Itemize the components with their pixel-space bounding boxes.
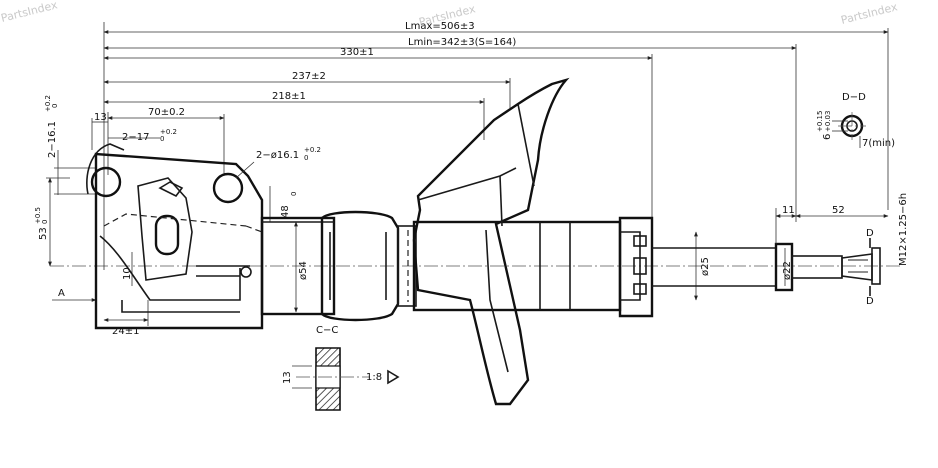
dim-13: 13 <box>94 112 107 123</box>
dim-dd-7: 7(min) <box>862 138 895 149</box>
dim-lmin: Lmin=342±3(S=164) <box>408 37 516 48</box>
cut-d-top: D <box>866 228 874 239</box>
dim-phi16-1-tol-low: 0 <box>304 154 308 162</box>
dim-2-17: 2−17 <box>122 132 149 143</box>
dim-lmax: Lmax=506±3 <box>405 21 475 32</box>
dim-218: 218±1 <box>272 91 306 102</box>
section-dd-title: D−D <box>842 92 866 103</box>
dim-phi25: ø25 <box>700 257 711 276</box>
dim-cc-13: 13 <box>282 371 293 384</box>
dim-11: 11 <box>782 205 795 216</box>
dim-48-tol: 0 <box>290 192 298 196</box>
spring-seat <box>412 77 570 406</box>
dim-330: 330±1 <box>340 47 374 58</box>
dim-thread: M12×1.25−6h <box>898 193 909 266</box>
watermark-left: PartsIndex <box>0 0 59 25</box>
section-cc: C−C 13 1:8 <box>282 325 400 411</box>
dim-53-tol: +0.5 <box>34 207 42 224</box>
dim-70: 70±0.2 <box>148 107 185 118</box>
dim-48: 48 <box>280 205 291 218</box>
dim-2-16-1-tol-low: 0 <box>51 104 59 108</box>
left-dimensions: 2−16.1 +0.2 0 53 +0.5 0 A 24±1 10 <box>34 95 149 337</box>
dim-taper: 1:8 <box>366 372 382 383</box>
dim-phi22: ø22 <box>782 261 793 280</box>
dim-2-17-tol-low: 0 <box>160 135 164 143</box>
dim-53-tol-low: 0 <box>41 220 49 224</box>
knuckle-bracket: 2−ø16.1 +0.2 0 48 0 <box>86 143 321 330</box>
dim-phi16-1-tol: +0.2 <box>304 146 321 154</box>
dim-phi54: ø54 <box>298 261 309 280</box>
dim-dd-6-tol-low: +0.03 <box>824 111 832 132</box>
cut-d-bottom: D <box>866 296 874 307</box>
watermark-right: PartsIndex <box>840 0 900 27</box>
dim-2-17-tol: +0.2 <box>160 128 177 136</box>
dim-dd-6: 6 <box>822 134 833 140</box>
view-a-label: A <box>58 288 65 299</box>
section-dd: D−D 6 +0.15 +0.03 7(min) <box>816 92 895 149</box>
right-dimensions: 11 52 M12×1.25−6h D D <box>775 193 909 307</box>
top-dimensions: Lmax=506±3 Lmin=342±3(S=164) 330±1 237±2… <box>91 21 889 270</box>
section-cc-title: C−C <box>316 325 338 336</box>
dim-phi16-1: 2−ø16.1 <box>256 150 299 161</box>
dim-237: 237±2 <box>292 71 326 82</box>
dim-10: 10 <box>122 267 133 280</box>
dim-52: 52 <box>832 205 845 216</box>
dim-dd-6-tol: +0.15 <box>816 111 824 132</box>
dim-53: 53 <box>38 227 49 240</box>
dim-24: 24±1 <box>112 326 139 337</box>
dim-2-16-1: 2−16.1 <box>47 121 58 158</box>
dim-2-16-1-tol: +0.2 <box>44 95 52 112</box>
